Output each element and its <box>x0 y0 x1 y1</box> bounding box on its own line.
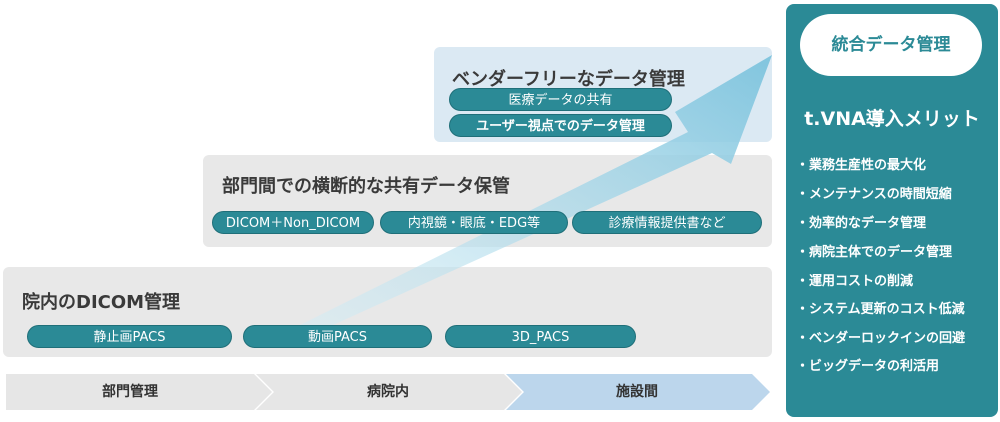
tier3-title: ベンダーフリーなデータ管理 <box>452 69 685 90</box>
stage-segment-hospital <box>256 374 522 410</box>
tier3-pill-user-view: ユーザー視点でのデータ管理 <box>449 114 672 137</box>
tier2-pill-referral: 診療情報提供書など <box>572 211 762 234</box>
tier1-pill-video-pacs: 動画PACS <box>243 325 432 348</box>
merit-item: ・メンテナンスの時間短縮 <box>796 183 952 202</box>
merit-item: ・システム更新のコスト低減 <box>796 298 965 317</box>
merits-heading: t.VNA導入メリット <box>804 108 980 130</box>
tier3-pill-sharing: 医療データの共有 <box>449 88 672 111</box>
merit-item: ・ベンダーロックインの回避 <box>796 327 965 346</box>
merit-item: ・運用コストの削減 <box>796 270 913 289</box>
bullet: ・ <box>796 187 810 202</box>
stage-segment-facility <box>506 374 770 410</box>
stage-label-facility: 施設間 <box>616 384 658 400</box>
stage-label-department: 部門管理 <box>102 384 158 400</box>
tier1-pill-3d-pacs: 3D_PACS <box>445 325 636 348</box>
bullet: ・ <box>796 245 810 260</box>
tier2-pill-endoscope: 内視鏡・眼底・EDG等 <box>380 211 568 234</box>
bullet: ・ <box>796 216 810 231</box>
bullet: ・ <box>796 359 810 374</box>
bullet: ・ <box>796 302 810 317</box>
tier1-pill-still-pacs: 静止画PACS <box>27 325 232 348</box>
tier1-title: 院内のDICOM管理 <box>22 292 181 313</box>
integrated-data-badge: 統合データ管理 <box>800 14 982 76</box>
stage-bar <box>6 374 770 410</box>
bullet: ・ <box>796 331 810 346</box>
stage-label-hospital: 病院内 <box>367 384 409 400</box>
merit-item: ・ビッグデータの利活用 <box>796 355 939 374</box>
stage-segment-department <box>6 374 272 410</box>
merit-item: ・効率的なデータ管理 <box>796 212 926 231</box>
tier2-pill-dicom: DICOM＋Non_DICOM <box>212 211 374 234</box>
merit-item: ・病院主体でのデータ管理 <box>796 241 952 260</box>
bullet: ・ <box>796 274 810 289</box>
tier2-title: 部門間での横断的な共有データ保管 <box>222 176 510 197</box>
merit-item: ・業務生産性の最大化 <box>796 154 926 173</box>
bullet: ・ <box>796 158 810 173</box>
